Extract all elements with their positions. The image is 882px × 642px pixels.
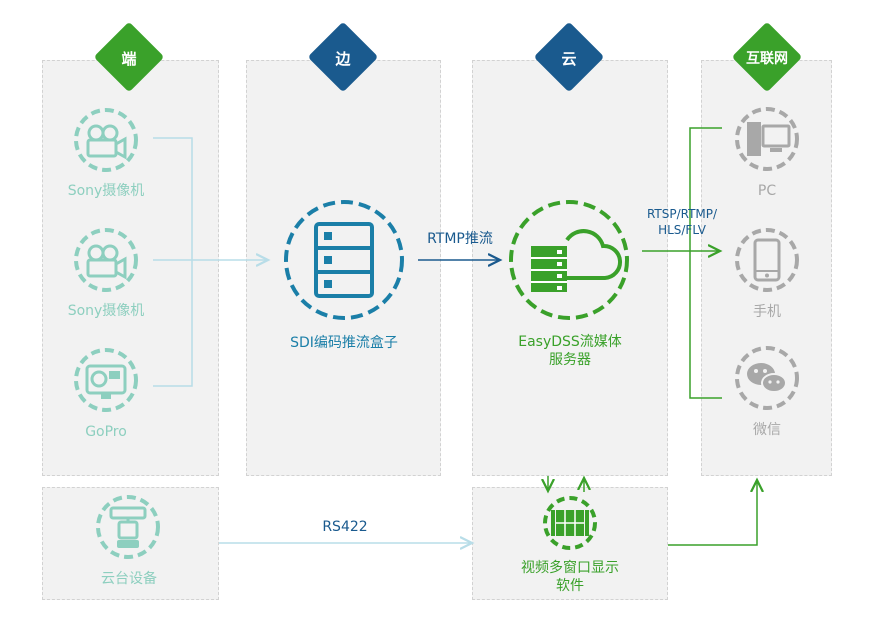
- server-label-line2: 服务器: [549, 352, 591, 368]
- display-label-line2: 软件: [556, 578, 584, 594]
- yun-badge-label: 云: [561, 50, 577, 68]
- encoder-box-label: SDI编码推流盒子: [290, 335, 398, 351]
- wechat-label: 微信: [753, 422, 781, 438]
- bian-panel: [246, 60, 441, 476]
- gopro-label: GoPro: [85, 424, 127, 440]
- display-to-internet: [668, 480, 757, 546]
- camera2-label: Sony摄像机: [67, 303, 145, 319]
- camera1-label: Sony摄像机: [67, 183, 145, 199]
- device-bracket: [153, 137, 268, 387]
- camera-icon: [73, 107, 139, 177]
- server-cloud-icon: [507, 198, 631, 326]
- rtmp-label: RTMP推流: [427, 231, 493, 247]
- camera-icon: [73, 227, 139, 297]
- server-label-line1: EasyDSS流媒体: [518, 334, 622, 350]
- yun-panel: [472, 60, 668, 476]
- bian-badge-label: 边: [335, 50, 351, 68]
- gopro-icon: [73, 347, 139, 417]
- internet-bracket: [642, 127, 722, 399]
- protocols-label-line2: HLS/FLV: [658, 223, 706, 237]
- duan-panel: [42, 60, 219, 476]
- display-panel: [472, 487, 668, 600]
- protocols-label-line1: RTSP/RTMP/: [646, 207, 718, 221]
- encoder-box-icon: [282, 198, 406, 326]
- ptz-icon: [95, 494, 161, 564]
- wechat-icon: [734, 345, 800, 415]
- pc-label: PC: [757, 183, 777, 199]
- ptz-label: 云台设备: [101, 571, 157, 587]
- phone-label: 手机: [753, 304, 781, 320]
- video-wall-icon: [542, 495, 598, 555]
- duan-badge-label: 端: [121, 50, 137, 68]
- display-label-line1: 视频多窗口显示: [521, 560, 619, 576]
- rs422-label: RS422: [322, 519, 368, 535]
- hulianwang-badge-label: 互联网: [746, 51, 788, 67]
- pc-icon: [734, 106, 800, 176]
- phone-icon: [734, 227, 800, 297]
